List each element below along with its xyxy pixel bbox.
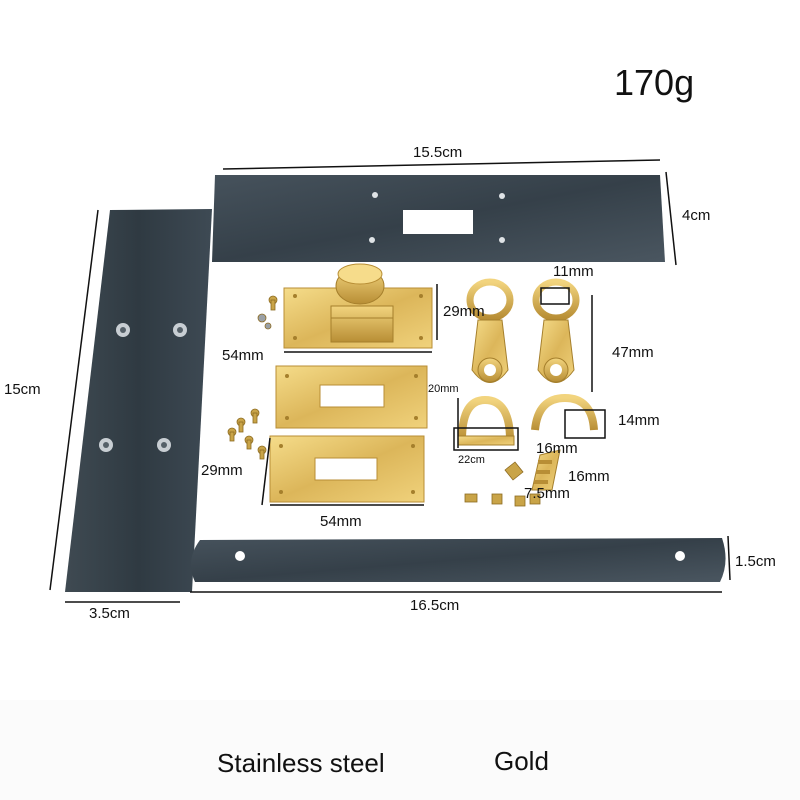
hook-height-label: 47mm — [612, 344, 654, 361]
left-plate-width-label: 3.5cm — [89, 605, 130, 622]
gold-d-ring — [457, 395, 515, 446]
d-ring-width-label: 22cm — [458, 454, 485, 466]
plate-width-label: 54mm — [320, 513, 362, 530]
bottom-strip-height-label: 1.5cm — [735, 553, 776, 570]
gold-twist-lock — [283, 263, 433, 349]
bottom-steel-strip — [191, 538, 726, 582]
gold-swivel-hook-2 — [532, 278, 580, 383]
d-ring-height-label: 20mm — [428, 383, 459, 395]
lock-width-label: 54mm — [222, 347, 264, 364]
left-steel-plate — [65, 209, 212, 592]
dimension-lines — [49, 159, 731, 603]
gold-o-ring — [531, 393, 598, 431]
material-left-caption: Stainless steel — [217, 748, 385, 778]
slider-width-label: 16mm — [568, 468, 610, 485]
gold-swivel-hook-1 — [466, 278, 514, 383]
slider-height-label: 7.5mm — [524, 485, 570, 502]
plate-height-label: 29mm — [201, 462, 243, 479]
gold-slot-plate-2 — [269, 435, 425, 503]
lock-height-label: 29mm — [443, 303, 485, 320]
material-right-caption: Gold — [494, 746, 549, 776]
ring-height-label: 14mm — [618, 412, 660, 429]
hook-width-label: 11mm — [553, 263, 594, 280]
ring-inner-label: 16mm — [536, 440, 578, 457]
bottom-strip-width-label: 16.5cm — [410, 597, 460, 614]
top-steel-plate — [212, 175, 665, 262]
left-plate-height-label: 15cm — [4, 381, 41, 398]
gold-zipper-slider — [531, 449, 561, 491]
top-plate-height-label: 4cm — [682, 207, 711, 224]
weight-label: 170g — [614, 62, 695, 103]
gold-slot-plate-1 — [275, 365, 428, 429]
screws — [227, 295, 541, 507]
top-plate-width-label: 15.5cm — [413, 144, 463, 161]
footer-band — [0, 700, 800, 800]
